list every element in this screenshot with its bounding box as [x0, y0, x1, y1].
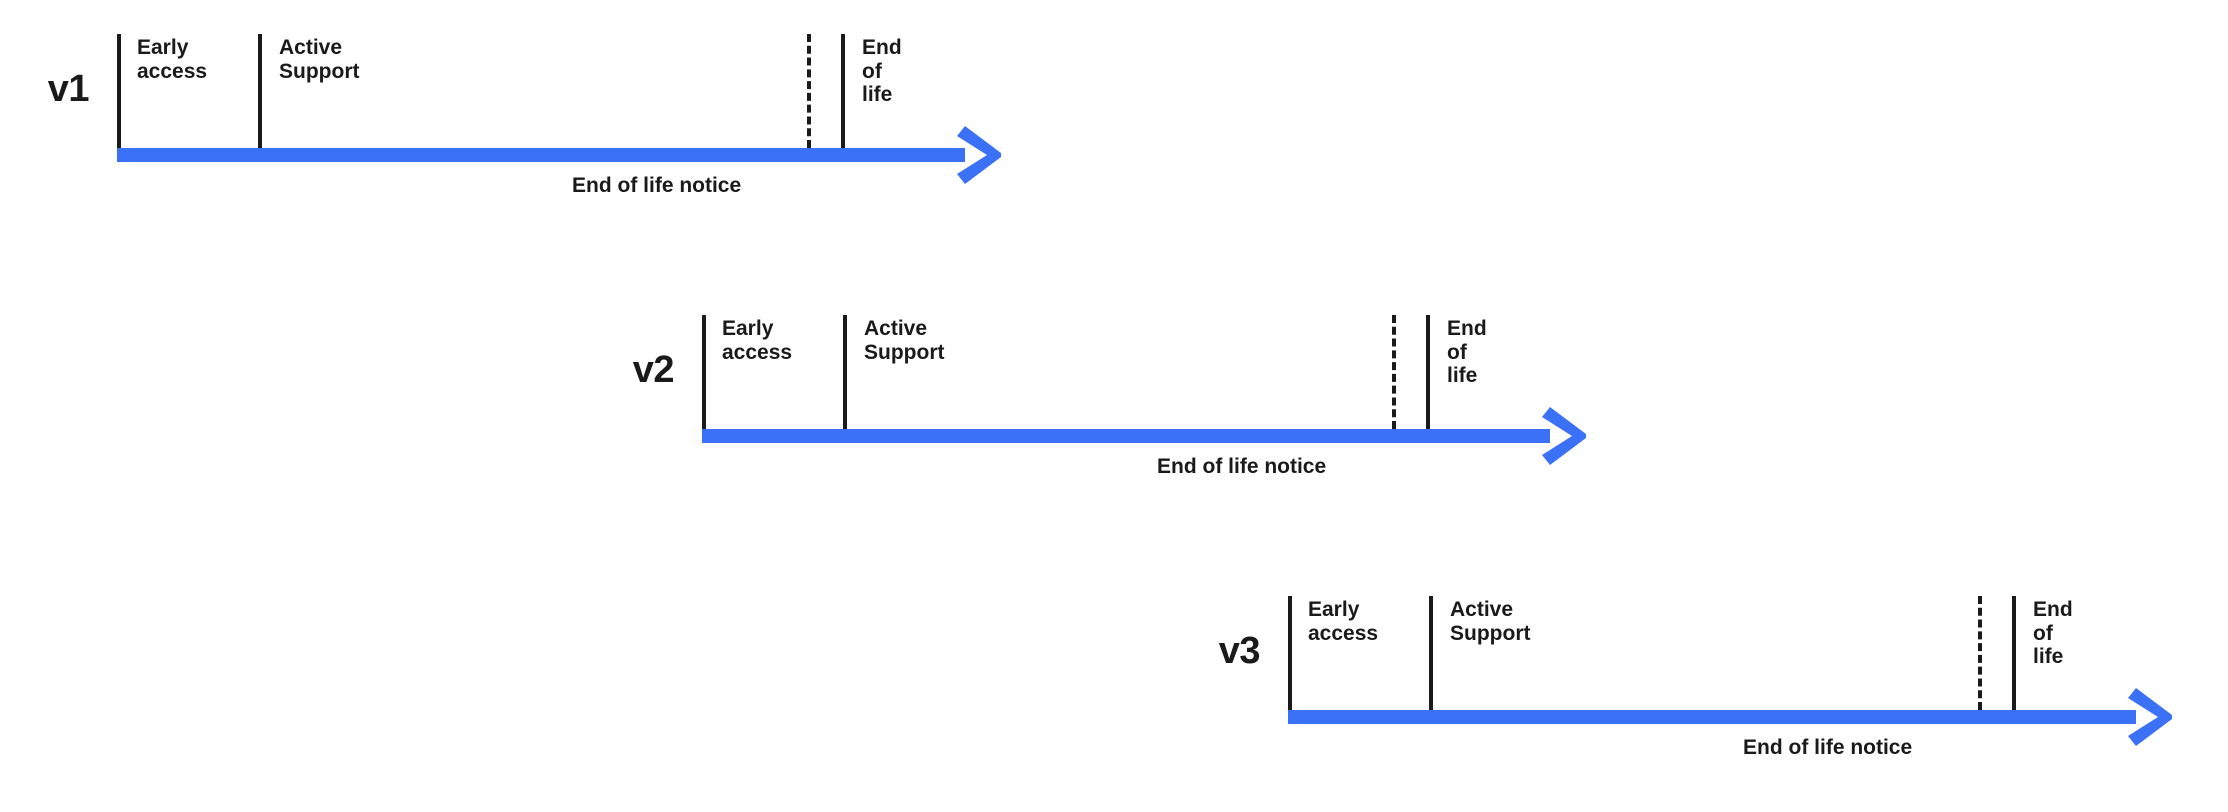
tick-end-of-life-start-v3: [2012, 596, 2016, 710]
phase-label-active-support-v1: Active Support: [279, 36, 360, 83]
phase-label-end-of-life-v2: End of life: [1447, 317, 1487, 388]
tick-end-of-life-notice-v2: [1392, 315, 1396, 429]
notice-label-v2: End of life notice: [1157, 455, 1327, 478]
phase-label-end-of-life-v3: End of life: [2033, 598, 2073, 669]
version-label-v3: v3: [1218, 630, 1261, 672]
tick-active-support-start-v2: [843, 315, 847, 429]
version-label-v1: v1: [47, 68, 90, 110]
phase-label-end-of-life-v1: End of life: [862, 36, 902, 107]
phase-label-early-access-v2: Early access: [722, 317, 793, 364]
tick-active-support-start-v1: [258, 34, 262, 148]
tick-end-of-life-notice-v3: [1978, 596, 1982, 710]
tick-end-of-life-notice-v1: [807, 34, 811, 148]
timeline-arrow-head-v1: [957, 124, 1019, 186]
tick-end-of-life-start-v2: [1426, 315, 1430, 429]
tick-early-access-start-v2: [702, 315, 706, 429]
notice-label-v3: End of life notice: [1743, 736, 1913, 759]
tick-end-of-life-start-v1: [841, 34, 845, 148]
timeline-arrow-shaft-v1: [117, 148, 965, 162]
timeline-arrow-shaft-v2: [702, 429, 1550, 443]
timeline-arrow-head-v3: [2128, 686, 2190, 748]
phase-label-active-support-v3: Active Support: [1450, 598, 1531, 645]
phase-label-early-access-v1: Early access: [137, 36, 208, 83]
tick-early-access-start-v1: [117, 34, 121, 148]
notice-label-v1: End of life notice: [572, 174, 742, 197]
tick-early-access-start-v3: [1288, 596, 1292, 710]
version-label-v2: v2: [632, 349, 675, 391]
tick-active-support-start-v3: [1429, 596, 1433, 710]
timeline-arrow-head-v2: [1542, 405, 1604, 467]
phase-label-active-support-v2: Active Support: [864, 317, 945, 364]
phase-label-early-access-v3: Early access: [1308, 598, 1379, 645]
timeline-arrow-shaft-v3: [1288, 710, 2136, 724]
